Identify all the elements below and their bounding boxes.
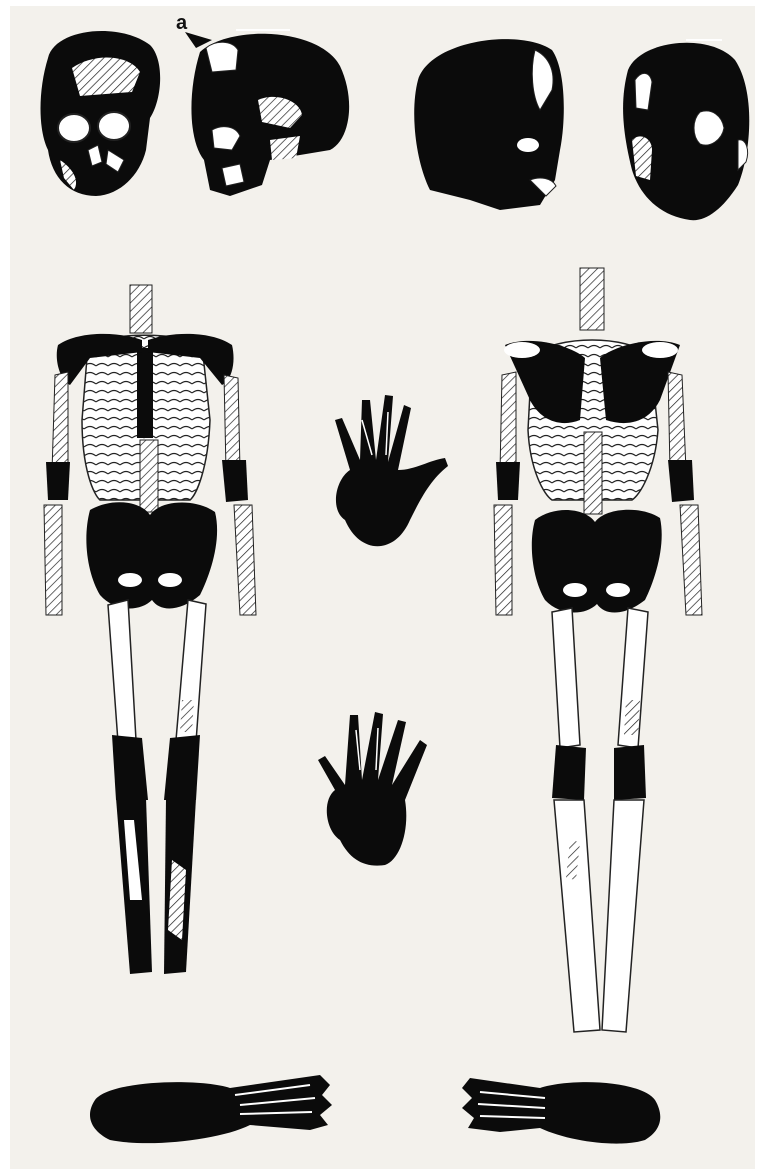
- arrow-icon: [185, 32, 212, 48]
- hand-lower: [318, 712, 427, 866]
- skeleton-front-view: [44, 285, 256, 974]
- skull-front-view: [41, 31, 161, 196]
- foot-left: [90, 1075, 332, 1143]
- skull-right-side-view: [414, 39, 564, 210]
- skeleton-back-view: [494, 268, 702, 1032]
- skull-back-view: [623, 40, 749, 220]
- annotation-label-a: a: [176, 13, 187, 33]
- hand-upper: [335, 395, 448, 546]
- skull-left-side-view: [185, 30, 349, 196]
- foot-right: [462, 1078, 660, 1144]
